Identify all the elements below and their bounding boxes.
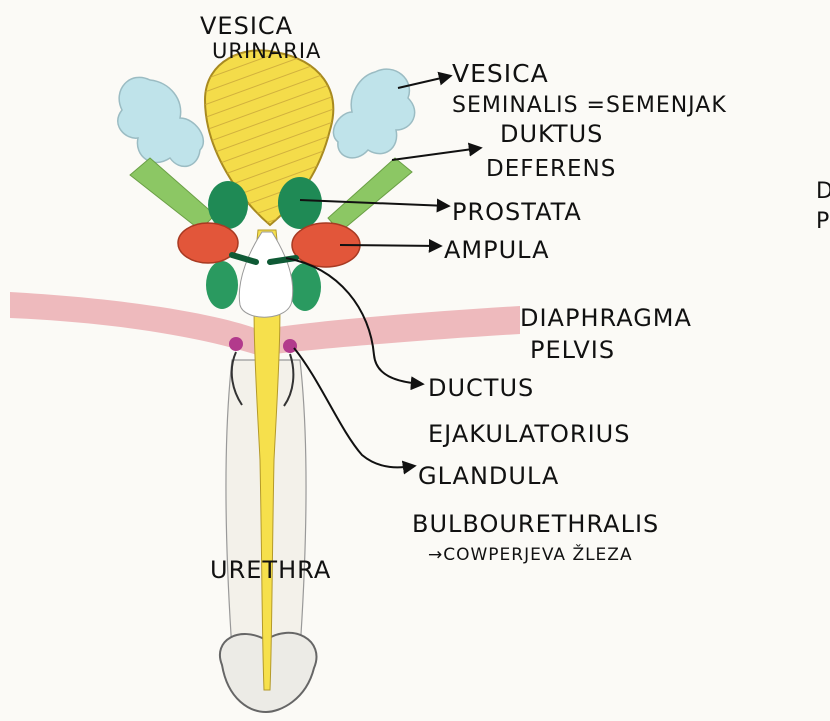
label-ampula: AMPULA <box>444 236 550 264</box>
prostata-left-upper <box>208 181 248 229</box>
glandula-bulbourethralis-left <box>229 337 243 351</box>
label-duktus-deferens-1: DUKTUS <box>500 120 603 148</box>
label-ductus-ejakulatorius-1: DUCTUS <box>428 374 534 402</box>
prostatic-urethra <box>239 232 292 317</box>
label-urethra: URETHRA <box>210 556 331 584</box>
ductus-deferens-left <box>130 158 215 230</box>
label-ductus-ejakulatorius-2: EJAKULATORIUS <box>428 420 630 448</box>
seminal-vesicle-left <box>118 77 204 166</box>
prostata-right-lower <box>289 263 321 311</box>
glandula-bulbourethralis-right <box>283 339 297 353</box>
label-vesica-seminalis-1: VESICA <box>452 59 549 88</box>
label-vesica-seminalis-2: SEMINALIS =SEMENJAK <box>452 93 727 118</box>
edge-fragment-2: P <box>816 209 830 234</box>
label-glandula-2: BULBOURETHRALIS <box>412 510 659 538</box>
ductus-deferens-right <box>328 158 412 232</box>
label-cowperjeva-zleza: →COWPERJEVA ŽLEZA <box>428 543 633 565</box>
label-glandula-1: GLANDULA <box>418 462 559 490</box>
label-duktus-deferens-2: DEFERENS <box>486 156 616 182</box>
prostata-left-lower <box>206 261 238 309</box>
arrow-duktus-deferens <box>392 148 480 160</box>
edge-fragment-1: D <box>816 179 830 204</box>
label-prostata: PROSTATA <box>452 198 582 226</box>
arrow-ampula <box>340 245 440 246</box>
arrow-glandula <box>294 348 414 467</box>
label-diaphragma-1: DIAPHRAGMA <box>520 304 692 332</box>
label-diaphragma-2: PELVIS <box>530 336 615 364</box>
seminal-vesicle-right <box>333 69 414 158</box>
label-vesica-urinaria-2: URINARIA <box>212 39 321 63</box>
prostata-right-upper <box>278 177 322 229</box>
label-vesica-urinaria-1: VESICA <box>200 12 293 40</box>
ampula-left <box>178 223 238 263</box>
